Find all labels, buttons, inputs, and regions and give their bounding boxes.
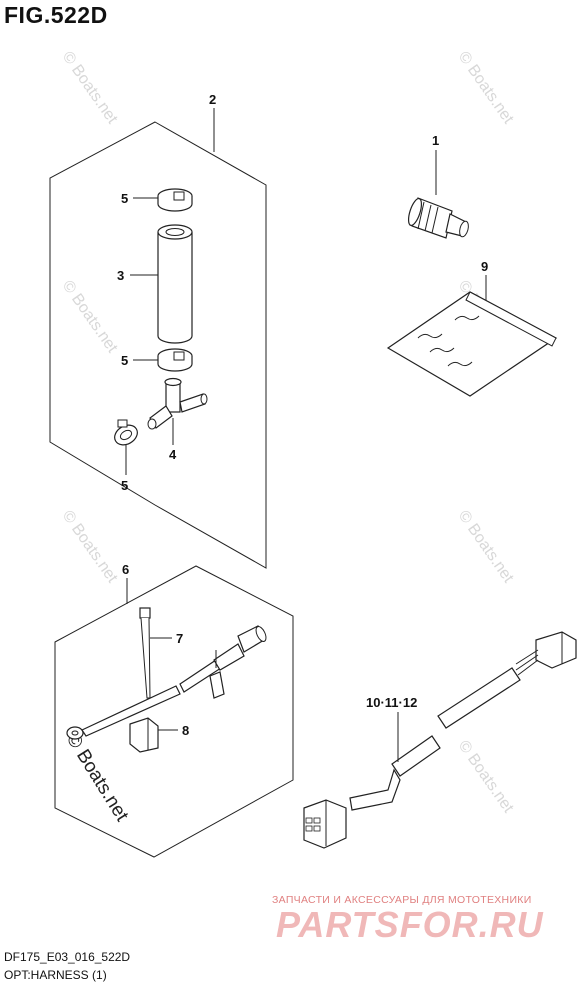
figure-title: FIG.522D [4,2,108,28]
callout-9: 9 [481,259,488,274]
footer-model-code: DF175_E03_016_522D [4,950,131,964]
branding-tagline: ЗАПЧАСТИ И АКСЕССУАРЫ ДЛЯ МОТОТЕХНИКИ [272,894,532,906]
callout-10-11-12: 10·11·12 [366,695,417,710]
watermark: © Boats.net [455,49,517,128]
callout-8: 8 [182,723,189,738]
callout-7: 7 [176,631,183,646]
watermark: © Boats.net [455,508,517,587]
clip-clamp-5-top[interactable] [157,188,193,212]
footer-section-title: OPT:HARNESS (1) [4,968,107,982]
watermark: © Boats.net [455,738,517,817]
harness-10-11-12[interactable] [303,631,577,849]
bag-9[interactable] [386,291,558,397]
callout-4: 4 [169,447,177,462]
kit-6-outline [54,565,294,858]
clip-clamp-5-middle[interactable] [157,348,193,372]
clip-clamp-5-lower[interactable] [111,419,141,449]
cable-tie-7[interactable] [139,607,151,699]
callout-3: 3 [117,268,124,283]
watermark: © Boats.net [59,49,121,128]
kit-2-outline [49,121,267,569]
watermark: © Boats.net [59,508,121,587]
joint-4[interactable] [147,377,208,430]
ground-wire[interactable] [66,625,268,740]
connector-8[interactable] [129,717,159,753]
callout-5c: 5 [121,478,128,493]
callout-2: 2 [209,92,216,107]
callout-5b: 5 [121,353,128,368]
callout-5a: 5 [121,191,128,206]
callout-6: 6 [122,562,129,577]
watermark: © Boats.net [59,278,121,357]
callout-1: 1 [432,133,439,148]
hose-3[interactable] [157,224,193,344]
watermark: © Boats.net [62,730,133,826]
branding-logo: PARTSFOR.RU [276,904,544,945]
plug-1[interactable] [406,197,470,239]
